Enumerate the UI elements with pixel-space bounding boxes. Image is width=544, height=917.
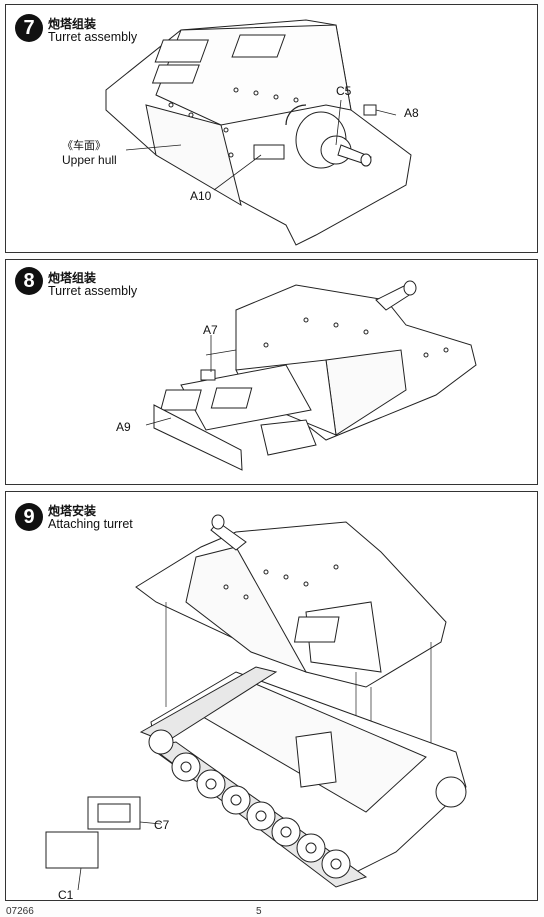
footer-code: 07266 xyxy=(6,906,34,917)
step-8-turret-drawing xyxy=(6,260,539,486)
step-7-panel: 7 炮塔组装 Turret assembly xyxy=(5,4,538,253)
step-7-callout-a8: A8 xyxy=(404,106,419,120)
step-9-number-badge: 9 xyxy=(15,503,43,531)
step-7-callout-upper-hull-cn: 《车面》 xyxy=(62,139,106,152)
step-9-title-en: Attaching turret xyxy=(48,517,133,531)
step-7-callout-c5: C5 xyxy=(336,84,352,98)
footer-page-number: 5 xyxy=(256,906,262,917)
step-9-panel: 9 炮塔安装 Attaching turret xyxy=(5,491,539,902)
step-8-title-en: Turret assembly xyxy=(48,284,138,298)
step-7-hull-drawing xyxy=(6,5,539,254)
step-7-callout-upper-hull-en: Upper hull xyxy=(62,153,117,167)
step-8-callout-a7: A7 xyxy=(203,323,218,337)
step-8-title-cn: 炮塔组装 xyxy=(48,271,97,285)
step-8-panel: 8 炮塔组装 Turret assembly xyxy=(5,259,538,485)
step-7-callout-a10: A10 xyxy=(190,189,212,203)
step-9-callout-c1: C1 xyxy=(58,888,74,902)
step-9-assembly-drawing xyxy=(6,492,539,902)
step-8-callout-a9: A9 xyxy=(116,420,131,434)
step-9-title-cn: 炮塔安装 xyxy=(48,504,97,518)
step-7-number-badge: 7 xyxy=(15,14,43,42)
step-7-title-cn: 炮塔组装 xyxy=(48,17,97,31)
step-7-title-en: Turret assembly xyxy=(48,30,138,44)
step-9-callout-c7: C7 xyxy=(154,818,170,832)
step-8-number-badge: 8 xyxy=(15,267,43,295)
